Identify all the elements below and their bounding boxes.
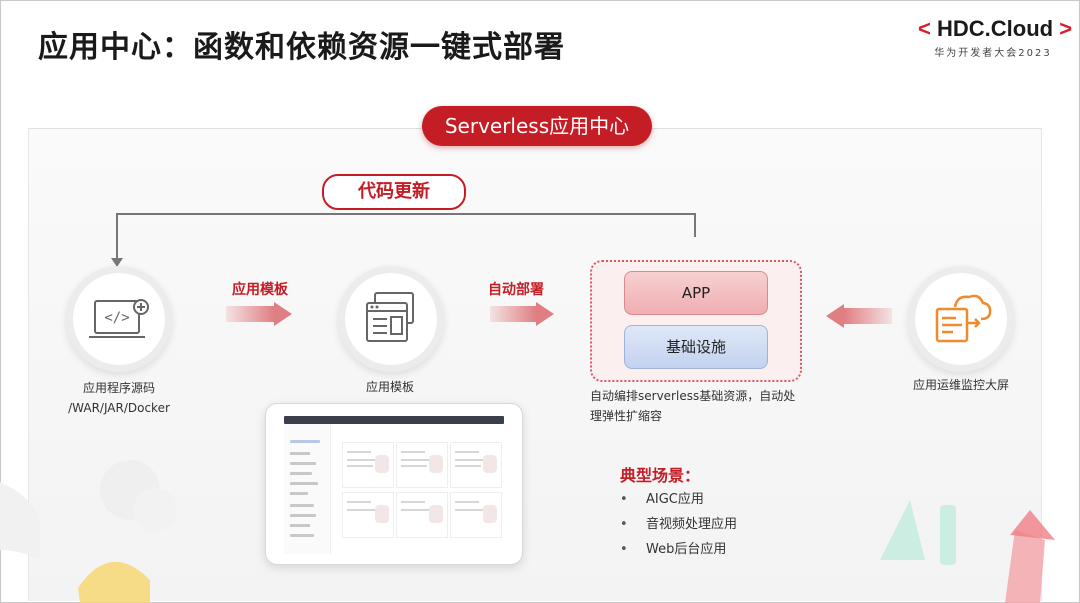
scenario-text: 音视频处理应用 [646,517,738,532]
scenario-item: • AIGC应用 [620,487,737,512]
template-windows-icon [366,292,414,342]
list-bullet: • [620,492,628,507]
svg-text:</>: </> [104,310,129,326]
brand-name: < HDC.Cloud > [918,16,1072,42]
loop-arrow-head [111,258,123,267]
flow-arrow-right-1 [226,302,292,326]
loop-line-right [694,213,696,237]
brand-left-bracket: < [918,16,931,41]
orchestration-caption: 自动编排serverless基础资源，自动处理弹性扩缩容 [590,389,796,423]
list-bullet: • [620,517,628,532]
cloud-document-icon [935,294,992,343]
brand-name-text: HDC.Cloud [936,16,1054,41]
brand-subtitle: 华为开发者大会2023 [934,48,1052,59]
list-bullet: • [620,542,628,557]
scenario-text: AIGC应用 [646,492,704,507]
app-template-node [338,266,444,372]
serverless-app-center-pill: Serverless应用中心 [422,106,652,146]
page-title: 应用中心：函数和依赖资源一键式部署 [38,30,565,65]
source-code-label-line1: 应用程序源码 [82,381,155,395]
infrastructure-layer: 基础设施 [624,325,768,369]
decor-shapes [0,460,1055,603]
source-code-label-line2: /WAR/JAR/Docker [68,401,170,415]
console-topbar [284,416,504,424]
app-template-arrow-label: 应用模板 [232,282,288,298]
loop-line-left [116,213,118,259]
loop-line-top [116,213,694,215]
app-layer: APP [624,271,768,315]
console-sidebar [284,424,331,554]
scenario-item: • 音视频处理应用 [620,512,737,537]
scenario-item: • Web后台应用 [620,537,737,562]
brand-logo: < HDC.Cloud > 华为开发者大会2023 [918,16,1072,59]
monitoring-dashboard-label: 应用运维监控大屏 [912,378,1009,392]
source-code-label: 应用程序源码 /WAR/JAR/Docker [44,378,194,418]
code-update-pill: 代码更新 [322,174,466,210]
diagram-stage [28,128,1042,601]
serverless-stack: APP 基础设施 [590,260,802,382]
template-console-screenshot [265,403,523,565]
auto-deploy-arrow-label: 自动部署 [488,282,544,298]
typical-scenarios-list: • AIGC应用 • 音视频处理应用 • Web后台应用 [620,487,737,562]
source-code-node: </> [66,266,172,372]
code-window-icon: </> [89,299,149,338]
scenario-text: Web后台应用 [646,542,727,557]
brand-right-bracket: > [1059,16,1073,41]
typical-scenarios-title: 典型场景： [620,466,701,485]
app-template-label: 应用模板 [365,380,414,394]
flow-arrow-right-2 [490,302,554,326]
flow-arrow-left [826,304,892,328]
monitoring-dashboard-node [908,266,1014,372]
